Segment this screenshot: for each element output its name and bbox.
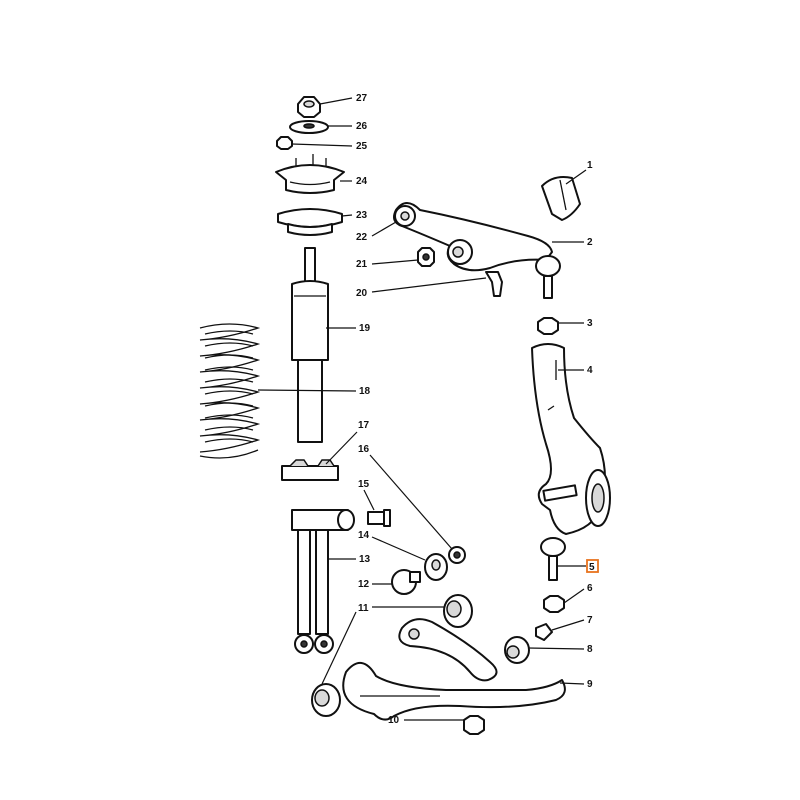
callout-27: 27 — [356, 93, 368, 104]
part-1-bump-stop[interactable] — [541, 176, 581, 221]
part-13-strut-fork[interactable] — [291, 509, 355, 654]
part-21-nut[interactable] — [417, 247, 435, 267]
callout-9: 9 — [587, 679, 593, 690]
callout-14: 14 — [358, 530, 370, 541]
part-10-nut[interactable] — [463, 715, 485, 735]
part-15-bolt[interactable] — [367, 509, 391, 527]
callout-8: 8 — [587, 644, 593, 655]
callout-5-highlight[interactable] — [586, 559, 599, 573]
part-24-top-mount[interactable] — [275, 154, 345, 194]
callout-12: 12 — [358, 579, 370, 590]
part-6-nut[interactable] — [543, 595, 565, 613]
callout-1: 1 — [587, 160, 593, 171]
callout-19: 19 — [359, 323, 371, 334]
callout-6: 6 — [587, 583, 593, 594]
part-14-washer[interactable] — [424, 553, 448, 581]
callout-24: 24 — [356, 176, 368, 187]
callout-13: 13 — [359, 554, 371, 565]
part-front-link-arm[interactable] — [398, 618, 498, 682]
callout-21: 21 — [356, 259, 368, 270]
callout-15: 15 — [358, 479, 370, 490]
callout-22: 22 — [356, 232, 368, 243]
part-17-spring-seat-lower[interactable] — [281, 459, 339, 481]
part-19-shock-absorber[interactable] — [291, 247, 329, 443]
part-11-bushing-upper[interactable] — [443, 594, 473, 628]
part-7-clip[interactable] — [535, 623, 553, 641]
callout-4: 4 — [587, 365, 593, 376]
callout-20: 20 — [356, 288, 368, 299]
part-8-bushing[interactable] — [504, 636, 530, 664]
part-20-bracket[interactable] — [485, 271, 503, 297]
part-26-washer[interactable] — [289, 120, 329, 134]
part-4-steering-knuckle[interactable] — [531, 343, 611, 535]
part-9-lower-control-arm[interactable] — [342, 662, 566, 721]
callout-11: 11 — [358, 603, 369, 614]
part-5-ball-joint[interactable] — [540, 537, 566, 581]
callout-10: 10 — [388, 715, 400, 726]
part-11-bushing-lower[interactable] — [311, 683, 341, 717]
callout-5: 5 — [589, 562, 595, 573]
callout-26: 26 — [356, 121, 368, 132]
callout-2: 2 — [587, 237, 593, 248]
callout-7: 7 — [587, 615, 593, 626]
callout-16: 16 — [358, 444, 370, 455]
callout-17: 17 — [358, 420, 370, 431]
part-2-upper-control-arm[interactable] — [393, 202, 561, 299]
part-3-bushing[interactable] — [537, 317, 559, 335]
part-12-eccentric-bolt[interactable] — [391, 569, 421, 595]
part-25-nut[interactable] — [276, 136, 293, 150]
part-23-spring-seat-upper[interactable] — [277, 208, 343, 236]
part-27-top-nut[interactable] — [297, 96, 321, 118]
callout-25: 25 — [356, 141, 368, 152]
callout-23: 23 — [356, 210, 368, 221]
part-16-nut[interactable] — [448, 546, 466, 564]
callout-18: 18 — [359, 386, 371, 397]
callout-3: 3 — [587, 318, 593, 329]
part-18-coil-spring[interactable] — [199, 323, 261, 459]
